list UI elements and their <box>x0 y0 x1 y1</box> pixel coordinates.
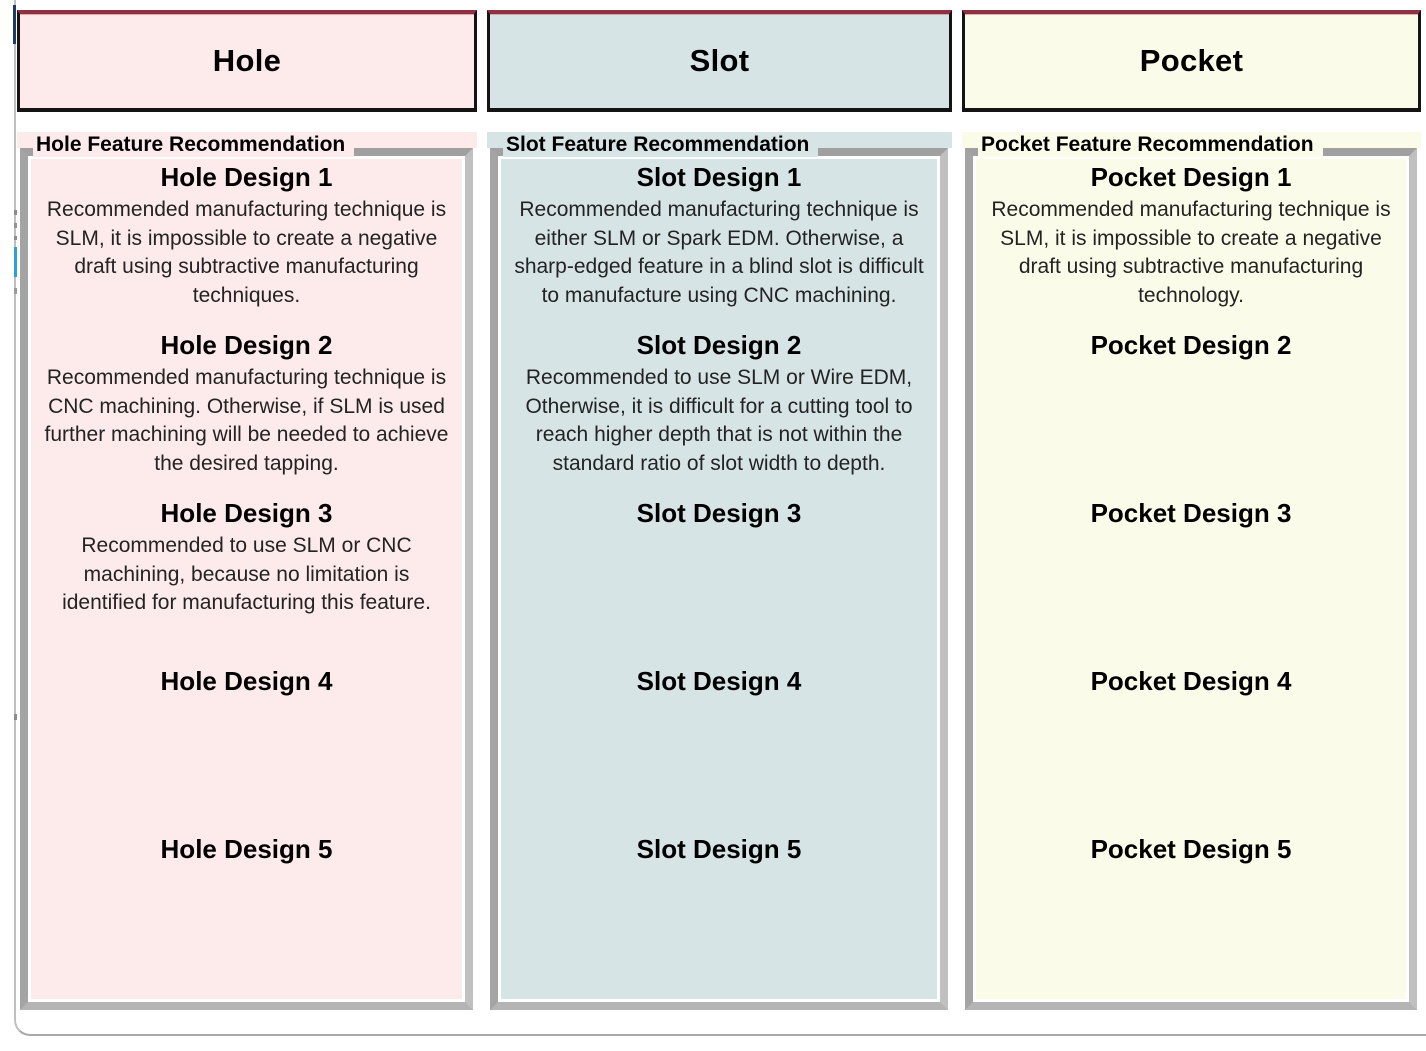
design-description: Recommended manufacturing technique is e… <box>514 198 924 307</box>
design-item: Hole Design 1 Recommended manufacturing … <box>31 159 462 327</box>
design-title: Hole Design 3 <box>160 498 333 528</box>
hole-panel: Hole Feature Recommendation Hole Design … <box>17 132 477 1012</box>
slot-groupbox: Slot Design 1 Recommended manufacturing … <box>490 148 948 1010</box>
hole-group-label: Hole Feature Recommendation <box>33 132 355 157</box>
design-item: Pocket Design 5 <box>976 831 1406 999</box>
design-title: Pocket Design 3 <box>1090 498 1292 528</box>
slot-group-label: Slot Feature Recommendation <box>503 132 819 157</box>
hole-design-list: Hole Design 1 Recommended manufacturing … <box>31 159 462 999</box>
left-edge-tick <box>14 236 17 240</box>
hole-groupbox: Hole Design 1 Recommended manufacturing … <box>20 148 473 1010</box>
hole-column: Hole Hole Feature Recommendation Hole De… <box>17 0 477 1051</box>
design-item: Slot Design 5 <box>501 831 937 999</box>
design-item: Hole Design 3 Recommended to use SLM or … <box>31 495 462 663</box>
design-description: Recommended manufacturing technique is C… <box>44 366 449 475</box>
slot-design-list: Slot Design 1 Recommended manufacturing … <box>501 159 937 999</box>
design-item: Hole Design 4 <box>31 663 462 831</box>
design-item: Pocket Design 2 <box>976 327 1406 495</box>
pocket-header-button[interactable]: Pocket <box>962 10 1421 112</box>
design-title: Pocket Design 4 <box>1090 666 1292 696</box>
design-description: Recommended to use SLM or CNC machining,… <box>62 534 431 615</box>
left-edge-tick <box>14 714 17 720</box>
design-item: Pocket Design 3 <box>976 495 1406 663</box>
design-item: Slot Design 2 Recommended to use SLM or … <box>501 327 937 495</box>
design-title: Hole Design 5 <box>160 834 333 864</box>
pocket-header-label: Pocket <box>1139 43 1244 78</box>
design-item: Slot Design 4 <box>501 663 937 831</box>
slot-panel: Slot Feature Recommendation Slot Design … <box>487 132 952 1012</box>
design-title: Slot Design 1 <box>636 162 802 192</box>
design-title: Pocket Design 2 <box>1090 330 1292 360</box>
design-item: Slot Design 3 <box>501 495 937 663</box>
slot-header-label: Slot <box>689 43 750 78</box>
pocket-group-label: Pocket Feature Recommendation <box>978 132 1323 157</box>
design-title: Pocket Design 5 <box>1090 834 1292 864</box>
design-title: Pocket Design 1 <box>1090 162 1292 192</box>
design-title: Hole Design 4 <box>160 666 333 696</box>
left-edge-tick <box>14 288 17 294</box>
design-title: Slot Design 2 <box>636 330 802 360</box>
pocket-design-list: Pocket Design 1 Recommended manufacturin… <box>976 159 1406 999</box>
pocket-panel: Pocket Feature Recommendation Pocket Des… <box>962 132 1421 1012</box>
pocket-column: Pocket Pocket Feature Recommendation Poc… <box>962 0 1421 1051</box>
results-frame <box>14 0 1426 1036</box>
design-item: Pocket Design 4 <box>976 663 1406 831</box>
hole-header-button[interactable]: Hole <box>17 10 477 112</box>
left-edge-tick <box>14 223 17 228</box>
design-title: Hole Design 2 <box>160 330 333 360</box>
design-item: Hole Design 2 Recommended manufacturing … <box>31 327 462 495</box>
design-title: Slot Design 4 <box>636 666 802 696</box>
design-description: Recommended manufacturing technique is S… <box>46 198 447 307</box>
design-item: Pocket Design 1 Recommended manufacturin… <box>976 159 1406 327</box>
design-description: Recommended to use SLM or Wire EDM, Othe… <box>525 366 913 475</box>
design-title: Hole Design 1 <box>160 162 333 192</box>
left-edge-tick <box>14 210 17 215</box>
design-description: Recommended manufacturing technique is S… <box>991 198 1391 307</box>
design-title: Slot Design 5 <box>636 834 802 864</box>
left-edge-navy-mark <box>13 5 16 44</box>
design-item: Slot Design 1 Recommended manufacturing … <box>501 159 937 327</box>
slot-column: Slot Slot Feature Recommendation Slot De… <box>487 0 952 1051</box>
design-item: Hole Design 5 <box>31 831 462 999</box>
design-title: Slot Design 3 <box>636 498 802 528</box>
hole-header-label: Hole <box>212 43 282 78</box>
pocket-groupbox: Pocket Design 1 Recommended manufacturin… <box>965 148 1417 1010</box>
slot-header-button[interactable]: Slot <box>487 10 952 112</box>
left-edge-blue-scroll-indicator <box>14 247 17 277</box>
